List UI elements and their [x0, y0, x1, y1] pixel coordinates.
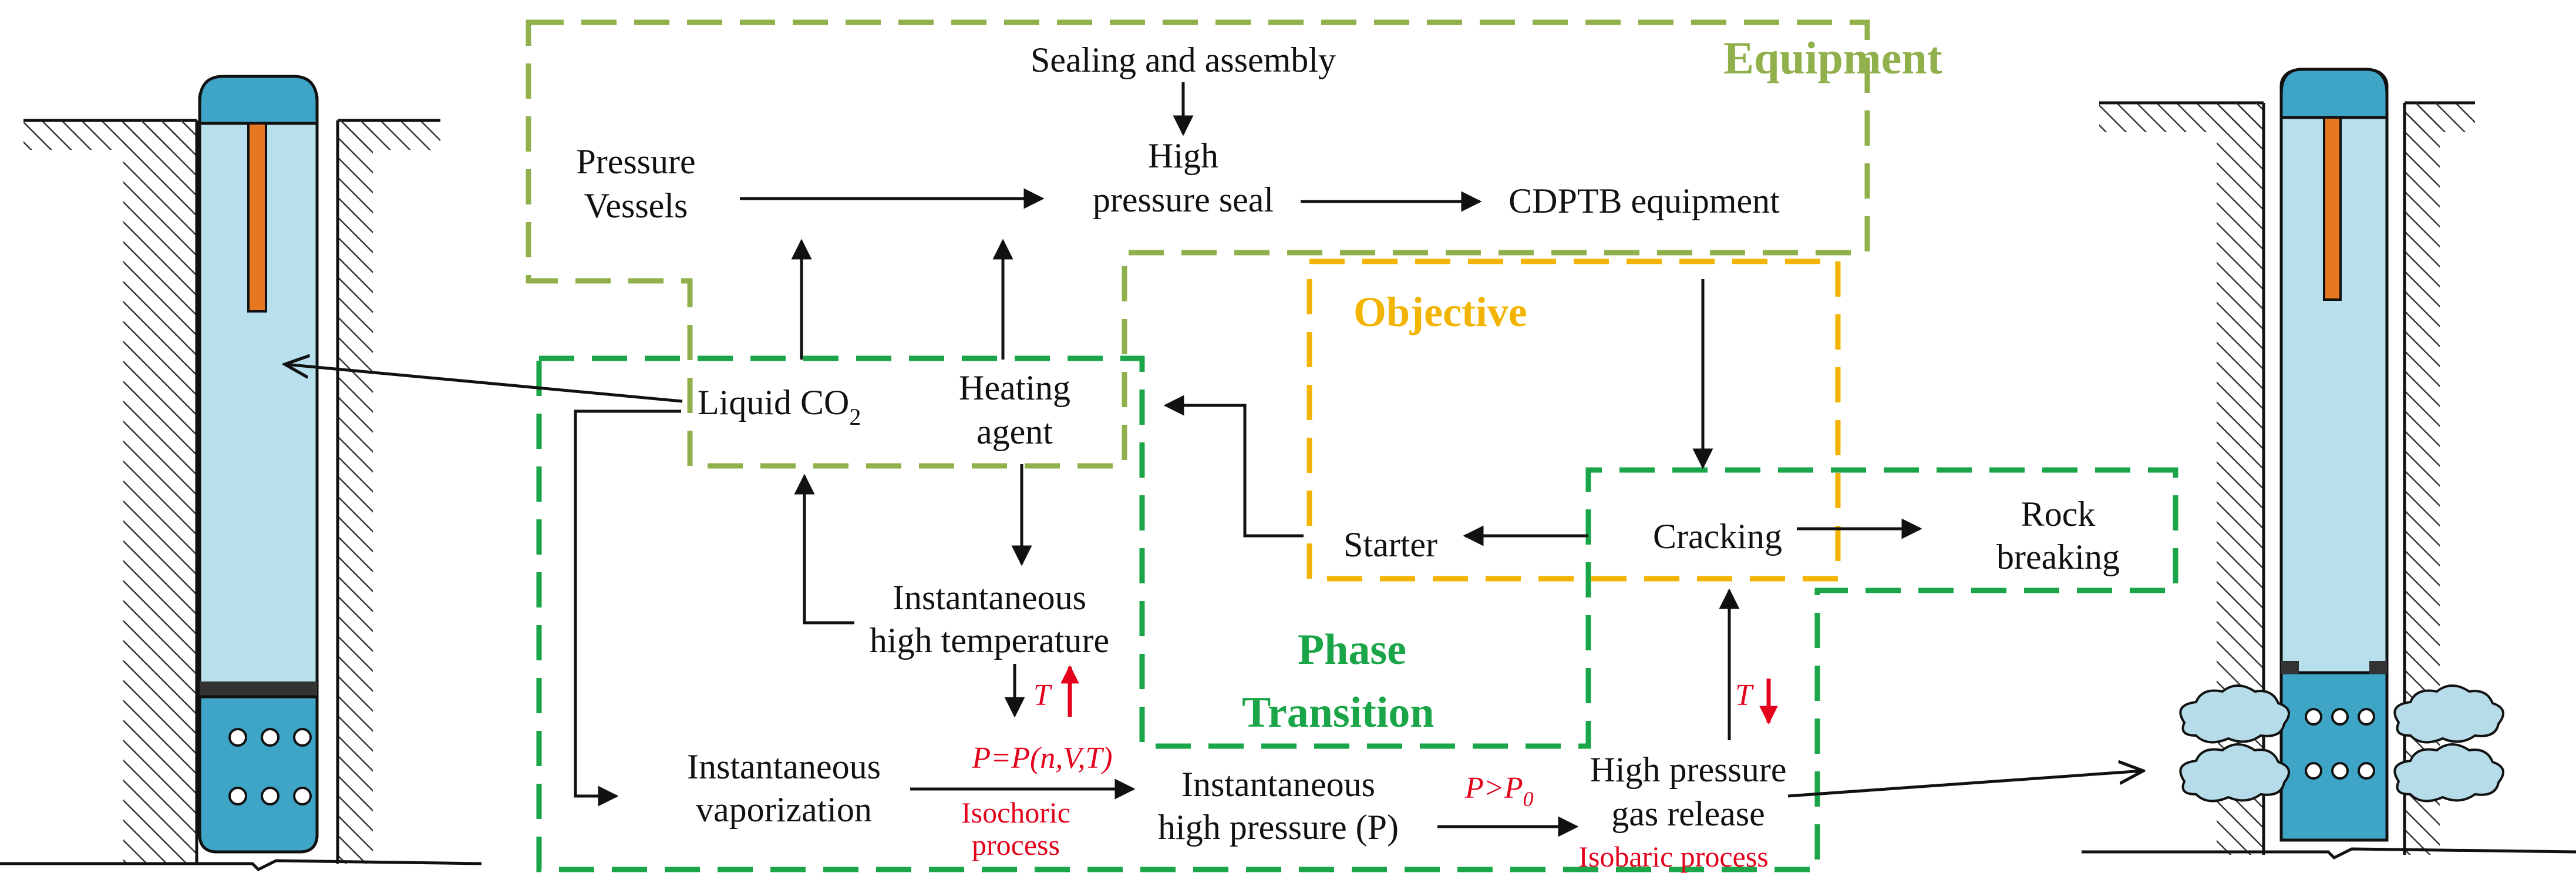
arrow-temp-to-co2: [794, 474, 854, 625]
pressure-threshold-label: P>P0: [1464, 771, 1534, 811]
isochoric-label-2: process: [972, 828, 1060, 861]
isochoric-label-1: Isochoric: [961, 796, 1070, 829]
starter-label: Starter: [1343, 525, 1437, 564]
tube-head: [198, 75, 319, 125]
rock-breaking-label-1: Rock: [2021, 495, 2096, 533]
gas-release-label-1: High pressure: [1590, 750, 1787, 789]
left-borehole-illustration: [0, 75, 482, 872]
pressure-vessels-label-2: Vessels: [584, 186, 688, 225]
left-bottom-line: [0, 859, 482, 872]
temperature-rise-label: T: [1033, 679, 1052, 712]
arrow-gas-to-borehole: [1787, 771, 2143, 798]
heating-agent-label-1: Heating: [959, 368, 1070, 407]
gas-release-label-2: gas release: [1611, 794, 1765, 833]
heating-agent-label-2: agent: [976, 412, 1053, 451]
liquid-co2-label: Liquid CO2: [698, 383, 861, 430]
high-pressure-seal-label-1: High: [1148, 136, 1218, 175]
rock-breaking-label-2: breaking: [1996, 538, 2120, 576]
phase-transition-region: [536, 355, 2178, 872]
objective-region: [1306, 258, 1841, 582]
pressure-vessels-label-1: Pressure: [576, 142, 695, 181]
heating-rod: [247, 122, 267, 313]
instantaneous-high-temperature-label-2: high temperature: [870, 621, 1109, 660]
gas-release-clouds: [2179, 684, 2504, 803]
release-holes: [228, 728, 312, 805]
sealing-assembly-label: Sealing and assembly: [1031, 41, 1336, 79]
pvt-equation: P=P(n,V,T): [971, 741, 1112, 775]
right-borehole-illustration: [2082, 68, 2576, 860]
arrow-starter-to-heating: [1163, 395, 1304, 538]
isobaric-label: Isobaric process: [1578, 840, 1769, 873]
high-pressure-seal-label-2: pressure seal: [1093, 180, 1274, 219]
instantaneous-high-pressure-label-2: high pressure (P): [1158, 808, 1399, 847]
instantaneous-high-pressure-label-1: Instantaneous: [1181, 765, 1375, 804]
release-head: [198, 695, 319, 854]
objective-title: Objective: [1353, 288, 1527, 335]
cdptb-equipment-label: CDPTB equipment: [1508, 182, 1780, 220]
phase-title-line2: Transition: [1242, 689, 1435, 737]
instantaneous-high-temperature-label-1: Instantaneous: [893, 578, 1086, 617]
right-heating-rod: [2323, 116, 2342, 301]
flow-arrows: [285, 82, 2143, 837]
arrow-co2-to-vaporization: [574, 409, 681, 807]
instantaneous-vaporization-label-1: Instantaneous: [687, 747, 881, 786]
equipment-title: Equipment: [1723, 32, 1942, 83]
cracking-label: Cracking: [1653, 517, 1782, 556]
arrow-co2-to-borehole: [285, 364, 683, 403]
shear-disc: [200, 682, 317, 697]
temperature-drop-label: T: [1735, 679, 1754, 712]
phase-title-line1: Phase: [1298, 626, 1406, 674]
instantaneous-vaporization-label-2: vaporization: [696, 790, 872, 829]
equipment-region: [526, 19, 1870, 469]
